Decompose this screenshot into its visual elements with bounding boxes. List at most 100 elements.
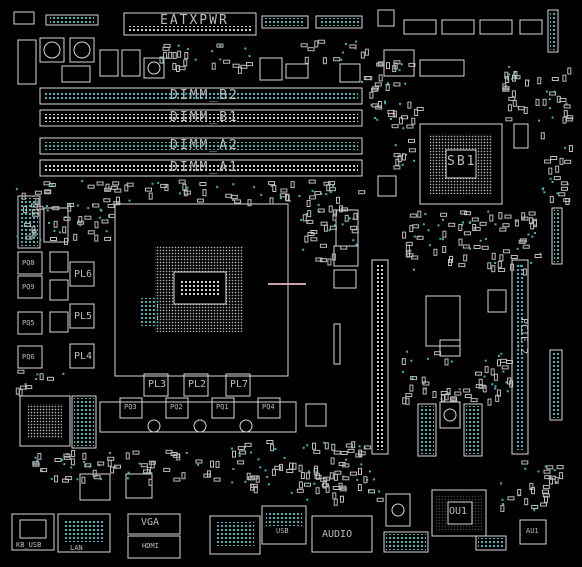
smd-part xyxy=(87,230,95,235)
via-dot xyxy=(364,447,366,450)
smd-part xyxy=(237,66,242,74)
via-dot xyxy=(422,223,425,226)
smd-part xyxy=(544,159,552,164)
fan-header-2 xyxy=(441,19,475,35)
smd-part xyxy=(172,62,177,70)
smd-part xyxy=(540,502,548,507)
smd-part xyxy=(304,235,309,243)
smd-part xyxy=(309,195,317,200)
cap-block-3 xyxy=(143,57,165,79)
fan-header-4 xyxy=(519,19,543,35)
smd-part xyxy=(442,246,447,253)
smd-part xyxy=(567,67,572,75)
smd-part xyxy=(414,109,419,116)
bottom-cap-2 xyxy=(193,419,207,433)
smd-part xyxy=(561,186,568,191)
smd-part xyxy=(216,43,224,48)
via-dot xyxy=(450,360,453,363)
via-dot xyxy=(243,446,246,449)
smd-part xyxy=(286,469,294,473)
smd-part xyxy=(442,230,447,238)
usb-port-2 xyxy=(261,505,307,545)
via-dot xyxy=(538,119,541,122)
cap-block-3-core xyxy=(147,61,161,75)
smd-part xyxy=(363,476,368,484)
vrm-small-block xyxy=(61,65,91,83)
via-dot xyxy=(506,390,509,393)
smd-part xyxy=(63,453,71,458)
vrm-left-strip xyxy=(17,39,37,85)
smd-part xyxy=(458,224,463,231)
smd-part xyxy=(195,459,203,464)
smd-part xyxy=(444,393,449,401)
smd-part xyxy=(285,194,290,202)
smd-part xyxy=(376,497,384,502)
smd-part xyxy=(39,373,44,381)
smd-part xyxy=(350,471,357,476)
pcie2-label: PCIE_2 xyxy=(518,318,529,355)
smd-part xyxy=(307,210,312,218)
smd-part xyxy=(114,188,122,193)
smd-part xyxy=(329,472,334,480)
smd-part xyxy=(163,51,168,59)
chipset-die xyxy=(445,149,477,179)
via-dot xyxy=(63,463,66,466)
via-dot xyxy=(541,188,544,191)
smd-part xyxy=(30,203,38,208)
mosfet-pq8 xyxy=(17,251,43,275)
smd-part xyxy=(319,243,327,248)
smd-part xyxy=(332,213,337,221)
ou1-chip-die xyxy=(447,501,473,525)
lan-port-pins xyxy=(64,520,104,542)
via-dot xyxy=(502,370,505,373)
smd-part xyxy=(405,397,410,405)
smd-part xyxy=(244,442,252,447)
smd-part xyxy=(333,450,341,455)
smd-part xyxy=(371,103,379,108)
smd-part xyxy=(94,221,99,229)
smd-part xyxy=(411,255,419,260)
pcie-area-block-2 xyxy=(463,403,483,457)
vga-port xyxy=(127,513,181,535)
smd-part xyxy=(246,472,251,480)
via-dot xyxy=(531,235,534,238)
smd-part xyxy=(322,481,327,489)
smd-part xyxy=(501,365,509,370)
hdmi-port xyxy=(127,535,181,559)
smd-part xyxy=(450,397,458,402)
via-dot xyxy=(551,181,554,184)
smd-part xyxy=(421,376,426,384)
smd-part xyxy=(475,371,482,376)
smd-part xyxy=(54,475,59,483)
smd-part xyxy=(330,457,335,465)
smd-part xyxy=(489,214,494,222)
audio-label: AUDIO xyxy=(322,529,353,540)
via-dot xyxy=(302,248,305,251)
via-dot xyxy=(259,466,262,469)
smd-part xyxy=(110,466,115,474)
smd-part xyxy=(67,204,72,212)
via-dot xyxy=(211,50,214,53)
smd-part xyxy=(183,59,188,67)
via-dot xyxy=(39,238,42,241)
smd-part xyxy=(535,98,540,106)
smd-part xyxy=(232,450,236,458)
atx-power-connector xyxy=(123,12,257,36)
pcie-area-small xyxy=(439,339,461,357)
via-dot xyxy=(305,212,308,215)
smd-part xyxy=(347,448,355,453)
phase-pl4 xyxy=(69,343,95,369)
via-dot xyxy=(565,102,568,105)
smd-part xyxy=(23,222,31,227)
smd-part xyxy=(490,368,495,376)
smd-part xyxy=(392,110,397,118)
via-dot xyxy=(270,184,273,187)
top-cap xyxy=(377,9,395,27)
smd-part xyxy=(47,376,54,381)
smd-part xyxy=(542,484,550,489)
via-dot xyxy=(48,222,51,224)
chipset-label: SB1 xyxy=(447,154,477,169)
via-dot xyxy=(177,44,180,47)
smd-part xyxy=(145,187,152,192)
smd-part xyxy=(315,257,323,262)
